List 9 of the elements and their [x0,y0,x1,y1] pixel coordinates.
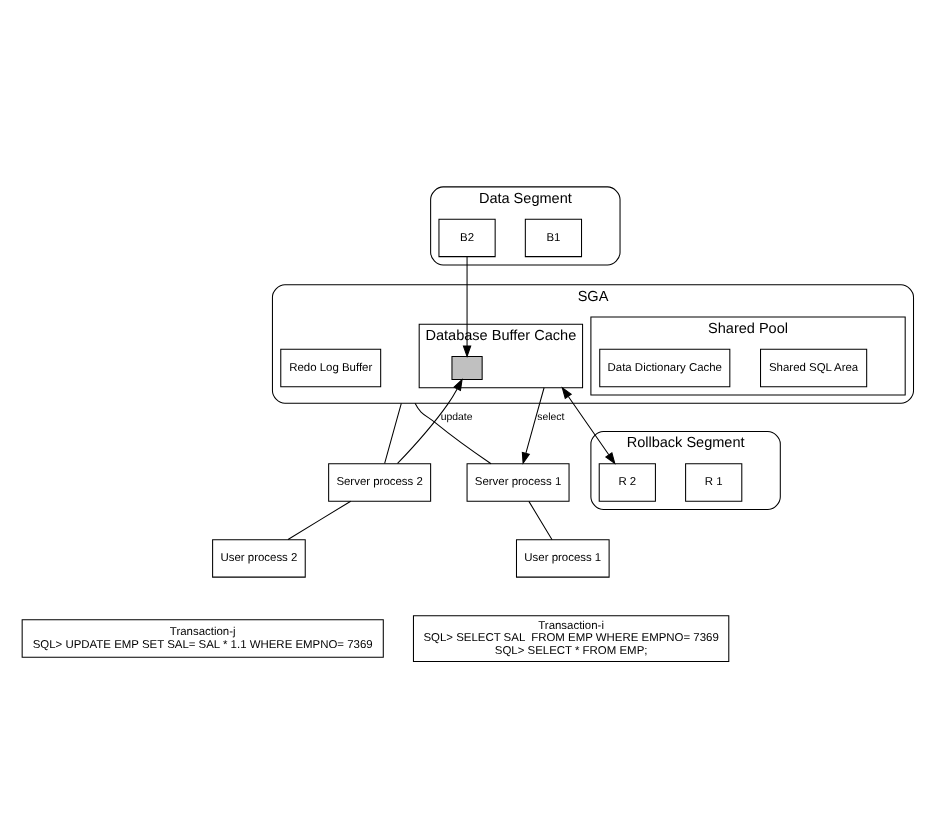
arrow [461,255,471,357]
connector [527,499,552,540]
connector [286,499,351,540]
arrow [560,385,615,464]
arrow [520,386,544,464]
connector [413,401,491,464]
node-box [450,355,482,379]
connector [383,401,401,463]
arrow [396,377,462,463]
